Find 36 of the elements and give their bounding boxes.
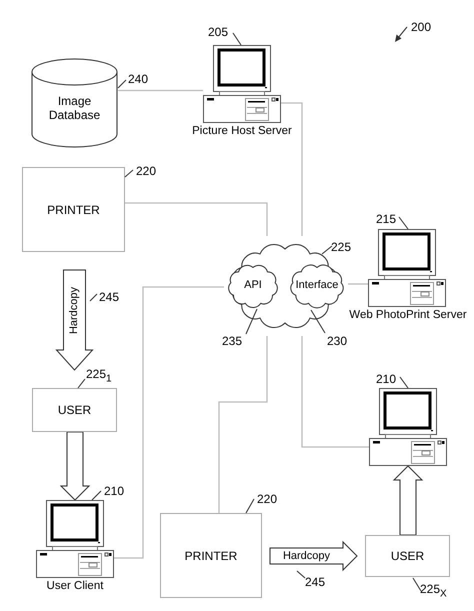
reference-number: 210 bbox=[104, 484, 124, 498]
connector-line bbox=[348, 283, 368, 285]
connector-line bbox=[118, 90, 203, 92]
database-cylinder: Image Database bbox=[31, 58, 118, 148]
reference-number: 245 bbox=[99, 290, 120, 304]
reference-number: 205 bbox=[208, 25, 228, 39]
reference-number: 215 bbox=[376, 212, 396, 226]
user-box: USER bbox=[365, 535, 450, 577]
edge-label: Hardcopy bbox=[68, 286, 81, 334]
printer-box: PRINTER bbox=[22, 167, 125, 252]
connector-line bbox=[125, 202, 268, 236]
node-label: User Client bbox=[46, 580, 104, 593]
block-arrow bbox=[60, 432, 90, 501]
reference-number: 220 bbox=[136, 164, 156, 178]
reference-number: 220 bbox=[257, 492, 278, 506]
reference-number: 210 bbox=[376, 372, 396, 386]
reference-number: 225$_{X}$ bbox=[420, 582, 447, 602]
reference-number: 235 bbox=[222, 334, 242, 348]
block-arrow bbox=[270, 540, 358, 572]
node-label: Web PhotoPrint Server bbox=[348, 309, 468, 322]
reference-number: 225 bbox=[331, 240, 352, 254]
reference-number: 245 bbox=[305, 575, 326, 589]
block-arrow bbox=[55, 270, 94, 371]
edge-label: Hardcopy bbox=[282, 550, 330, 562]
printer-box: PRINTER bbox=[160, 513, 262, 598]
connector-line bbox=[114, 286, 224, 559]
reference-number: 230 bbox=[327, 334, 348, 348]
reference-number: 225$_{1}$ bbox=[86, 367, 112, 386]
reference-number: 200 bbox=[411, 20, 432, 34]
connector-line bbox=[218, 336, 268, 513]
block-arrow bbox=[392, 465, 424, 536]
user-box: USER bbox=[32, 388, 117, 432]
connector-line bbox=[301, 336, 369, 448]
reference-number: 240 bbox=[128, 72, 148, 86]
connector-line bbox=[281, 102, 303, 236]
node-label: Picture Host Server bbox=[191, 125, 293, 138]
